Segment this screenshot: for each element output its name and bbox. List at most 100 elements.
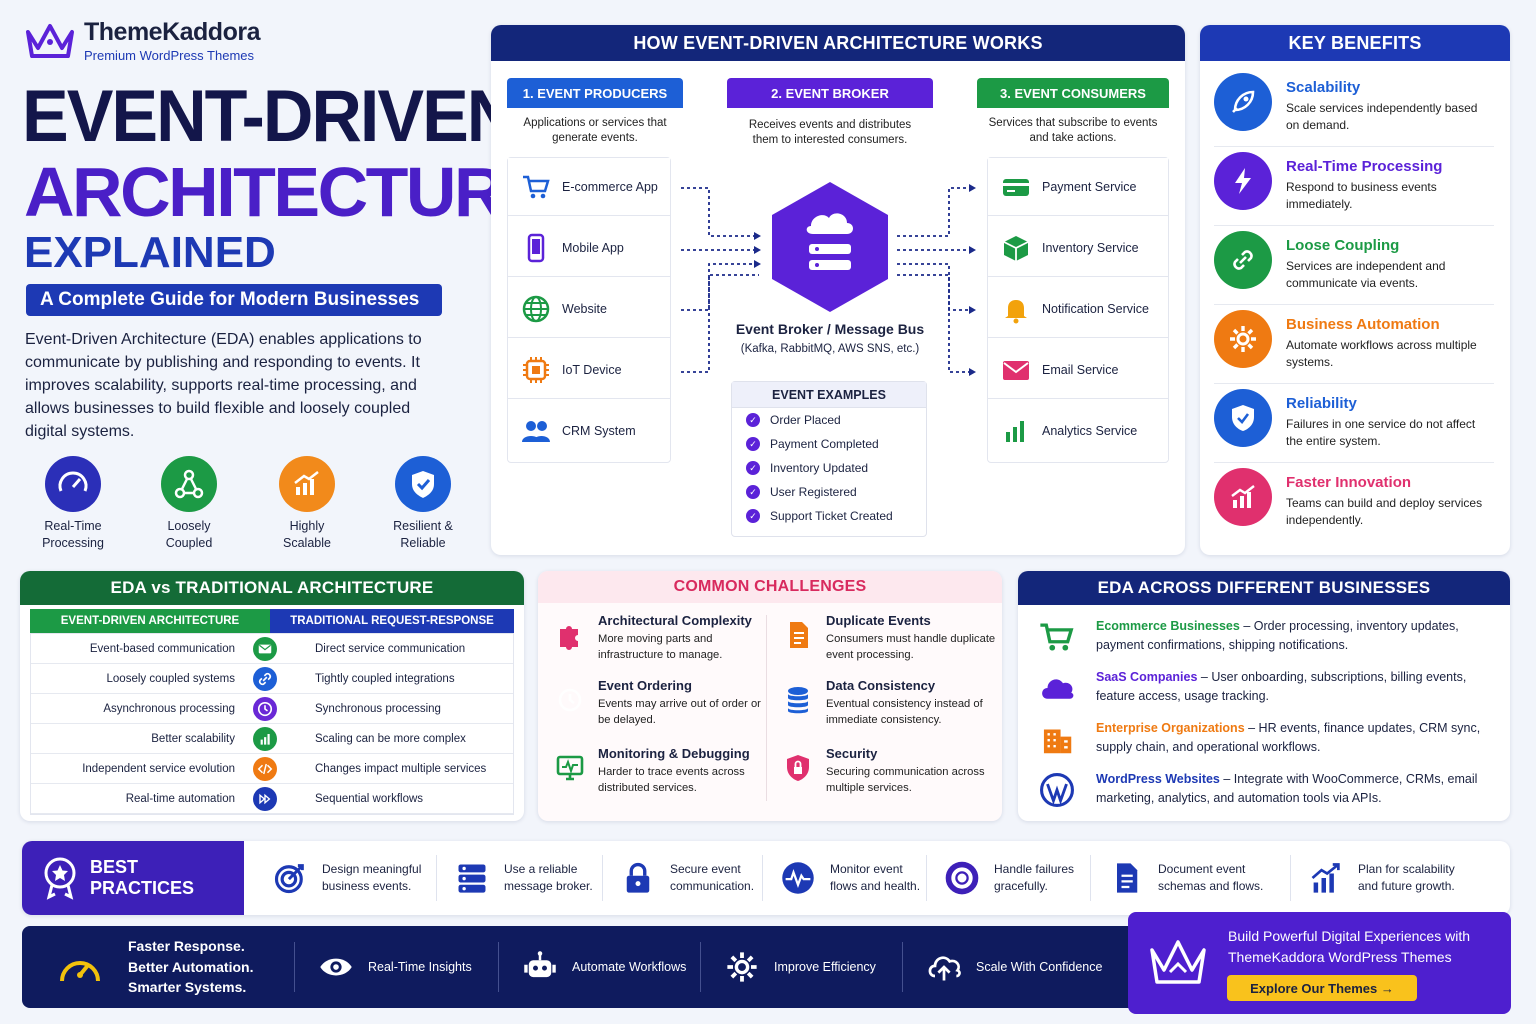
divider xyxy=(294,942,295,992)
growth-icon xyxy=(1306,858,1346,898)
challenge-desc: More moving parts and infrastructure to … xyxy=(598,633,723,661)
puzzle-icon xyxy=(552,617,588,653)
consumer-notification[interactable]: Notification Service xyxy=(988,280,1168,338)
business-item: SaaS Companies – User onboarding, subscr… xyxy=(1036,668,1506,708)
challenge-title: Event Ordering xyxy=(598,678,692,693)
consumer-payment[interactable]: Payment Service xyxy=(988,158,1168,216)
footer-item: Scale With Confidence xyxy=(924,926,1102,1008)
code-icon xyxy=(253,756,277,781)
practice-line: Design meaningful xyxy=(322,862,422,876)
benefit-desc: Respond to business events immediately. xyxy=(1286,180,1437,211)
benefit-desc: Scale services independently based on de… xyxy=(1286,101,1478,132)
consumers-list: Payment Service Inventory Service Notifi… xyxy=(987,157,1169,463)
divider xyxy=(766,615,767,801)
broker-header: 2. EVENT BROKER xyxy=(727,78,933,108)
traditional-cell: Sequential workflows xyxy=(315,792,424,805)
award-icon xyxy=(40,856,80,900)
benefit-title: Business Automation xyxy=(1286,316,1440,333)
broker-desc: Receives events and distributes them to … xyxy=(748,119,912,146)
business-desc: – Order processing, inventory updates, p… xyxy=(1096,619,1459,652)
challenge-title: Architectural Complexity xyxy=(598,613,752,628)
mobile-icon xyxy=(520,232,552,264)
building-icon xyxy=(1036,719,1078,759)
producers-list: E-commerce App Mobile App Website IoT De… xyxy=(507,157,671,463)
practice-line: message broker. xyxy=(504,879,593,893)
cloud-upload-icon xyxy=(924,947,964,987)
speedometer-icon xyxy=(56,944,104,990)
rocket-icon xyxy=(1214,73,1272,131)
feature-label: Resilient &Reliable xyxy=(393,519,453,550)
gauge-icon xyxy=(45,456,101,512)
practice-line: business events. xyxy=(322,879,412,893)
benefit-desc: Teams can build and deploy services inde… xyxy=(1286,496,1483,527)
practice-line: Monitor event xyxy=(830,862,903,876)
producer-website[interactable]: Website xyxy=(508,280,670,338)
explore-themes-button[interactable]: Explore Our Themes → xyxy=(1227,975,1417,1001)
divider xyxy=(1090,855,1091,901)
crown-icon xyxy=(1148,934,1208,990)
business-item: Ecommerce Businesses – Order processing,… xyxy=(1036,617,1506,657)
document-icon xyxy=(1106,858,1146,898)
challenge-title: Data Consistency xyxy=(826,678,936,693)
businesses-panel: EDA ACROSS DIFFERENT BUSINESSES Ecommerc… xyxy=(1018,571,1510,821)
business-item: WordPress Websites – Integrate with WooC… xyxy=(1036,770,1506,810)
producer-crm[interactable]: CRM System xyxy=(508,402,670,460)
challenge-desc: Securing communication across multiple s… xyxy=(826,766,985,794)
business-title: Enterprise Organizations xyxy=(1096,721,1245,735)
lightning-icon xyxy=(1214,152,1272,210)
practice-line: and future growth. xyxy=(1358,879,1455,893)
challenge-title: Security xyxy=(826,746,878,761)
divider xyxy=(1290,855,1291,901)
compare-title: EDA vs TRADITIONAL ARCHITECTURE xyxy=(20,571,524,605)
broker-name: Event Broker / Message Bus xyxy=(735,321,925,337)
chip-icon xyxy=(520,354,552,386)
producer-iot[interactable]: IoT Device xyxy=(508,341,670,399)
database-icon xyxy=(780,682,816,718)
broker-hexagon[interactable] xyxy=(769,180,891,314)
bell-icon xyxy=(1000,293,1032,325)
examples-title: EVENT EXAMPLES xyxy=(732,382,926,408)
check-icon: ✓ xyxy=(746,461,760,475)
brand-logo[interactable]: ThemeKaddora Premium WordPress Themes xyxy=(22,14,312,66)
footer-item: Improve Efficiency xyxy=(722,926,876,1008)
producer-mobile[interactable]: Mobile App xyxy=(508,219,670,277)
brand-name: ThemeKaddora xyxy=(84,17,260,46)
challenges-title: COMMON CHALLENGES xyxy=(538,571,1002,603)
target-icon xyxy=(270,858,310,898)
network-icon xyxy=(161,456,217,512)
eda-cell: Better scalability xyxy=(151,732,235,745)
hero-title-line3: EXPLAINED xyxy=(24,228,276,277)
divider xyxy=(498,942,499,992)
consumer-analytics[interactable]: Analytics Service xyxy=(988,402,1168,460)
benefit-title: Faster Innovation xyxy=(1286,474,1412,491)
producer-ecommerce[interactable]: E-commerce App xyxy=(508,158,670,216)
consumers-desc: Services that subscribe to events and ta… xyxy=(988,117,1158,144)
consumer-email[interactable]: Email Service xyxy=(988,341,1168,399)
cart-icon xyxy=(520,171,552,203)
footer-label: Real-Time Insights xyxy=(368,960,472,974)
robot-icon xyxy=(520,947,560,987)
consumer-inventory[interactable]: Inventory Service xyxy=(988,219,1168,277)
brand-tagline: Premium WordPress Themes xyxy=(84,47,255,63)
producers-desc: Applications or services that generate e… xyxy=(523,117,667,144)
benefit-title: Loose Coupling xyxy=(1286,237,1400,254)
challenge-desc: Eventual consistency instead of immediat… xyxy=(826,698,983,726)
footer-item: Real-Time Insights xyxy=(316,926,472,1008)
document-icon xyxy=(780,617,816,653)
users-icon xyxy=(520,415,552,447)
lock-shield-icon xyxy=(780,750,816,786)
